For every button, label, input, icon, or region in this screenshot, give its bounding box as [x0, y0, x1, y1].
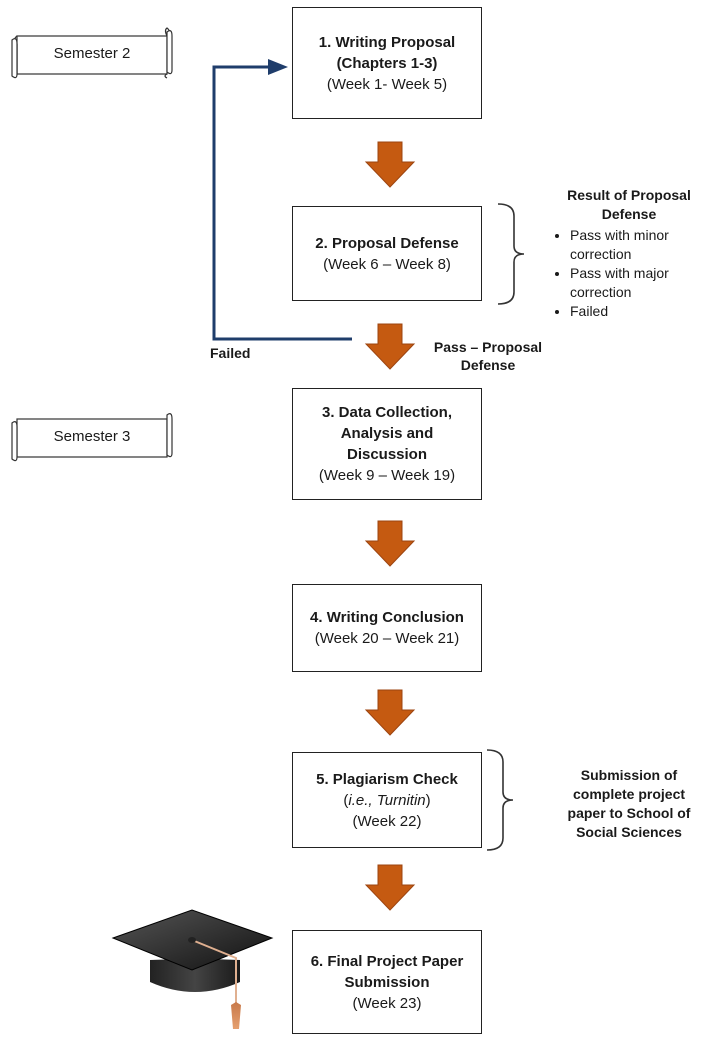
result-list: Pass with minor correction Pass with maj…	[548, 226, 710, 321]
paren-open: (	[343, 791, 349, 809]
down-arrow	[364, 689, 416, 736]
result-of-proposal-defense: Result of Proposal Defense Pass with min…	[548, 186, 710, 321]
failed-label: Failed	[210, 345, 251, 361]
step-title-line3: Discussion	[346, 446, 428, 463]
step-box-writing-proposal: 1. Writing Proposal (Chapters 1-3) (Week…	[292, 7, 482, 119]
step-box-final-submission: 6. Final Project Paper Submission (Week …	[292, 930, 482, 1034]
down-arrow	[364, 520, 416, 567]
step-title: 6. Final Project Paper	[310, 952, 464, 970]
pass-label: Pass – Proposal Defense	[423, 338, 553, 374]
result-item: Pass with minor correction	[570, 226, 710, 264]
step-subtitle: (Chapters 1-3)	[336, 54, 438, 72]
step-title-line2: Analysis and	[340, 425, 434, 442]
result-heading: Result of Proposal Defense	[548, 186, 710, 224]
step-box-proposal-defense: 2. Proposal Defense (Week 6 – Week 8)	[292, 206, 482, 301]
pass-label-line2: Defense	[460, 357, 516, 373]
step-title: 4. Writing Conclusion	[310, 609, 464, 626]
pass-label-line1: Pass – Proposal	[433, 339, 543, 355]
step-weeks: (Week 23)	[352, 994, 422, 1012]
result-heading-line1: Result of Proposal	[567, 187, 691, 203]
failed-loop-arrow	[212, 59, 352, 341]
scroll-icon	[11, 27, 173, 79]
down-arrow	[364, 141, 416, 188]
tool-name: i.e., Turnitin	[348, 791, 426, 809]
step-tool-note: (i.e., Turnitin)	[343, 790, 430, 811]
result-bracket	[497, 203, 525, 305]
down-arrow	[364, 323, 416, 370]
step-title-line2: Submission	[344, 973, 430, 991]
submission-bracket	[486, 749, 514, 851]
scroll-icon	[11, 413, 173, 462]
submission-note-line: Social Sciences	[576, 824, 682, 840]
submission-note-line: Submission of	[580, 767, 678, 783]
submission-note: Submission of complete project paper to …	[548, 766, 710, 842]
result-item: Pass with major correction	[570, 264, 710, 302]
step-box-plagiarism-check: 5. Plagiarism Check (i.e., Turnitin) (We…	[292, 752, 482, 848]
step-title: 1. Writing Proposal	[318, 33, 456, 51]
result-heading-line2: Defense	[601, 206, 657, 222]
step-weeks: (Week 6 – Week 8)	[323, 255, 451, 273]
semester-2-label: Semester 2	[53, 45, 131, 62]
result-item: Failed	[570, 302, 710, 321]
step-title: 5. Plagiarism Check	[316, 770, 458, 788]
step-title: 3. Data Collection,	[321, 404, 453, 421]
step-box-data-collection: 3. Data Collection, Analysis and Discuss…	[292, 388, 482, 500]
submission-note-line: paper to School of	[567, 805, 691, 821]
down-arrow	[364, 864, 416, 911]
graduation-cap-icon	[111, 909, 274, 1029]
step-weeks: (Week 22)	[352, 812, 422, 830]
step-weeks: (Week 20 – Week 21)	[314, 630, 460, 647]
step-weeks: (Week 1- Week 5)	[326, 75, 448, 93]
submission-note-line: complete project	[572, 786, 686, 802]
step-weeks: (Week 9 – Week 19)	[318, 467, 456, 484]
semester-3-label: Semester 3	[53, 428, 131, 445]
step-title: 2. Proposal Defense	[315, 234, 459, 252]
step-box-writing-conclusion: 4. Writing Conclusion (Week 20 – Week 21…	[292, 584, 482, 672]
paren-close: )	[425, 791, 431, 809]
